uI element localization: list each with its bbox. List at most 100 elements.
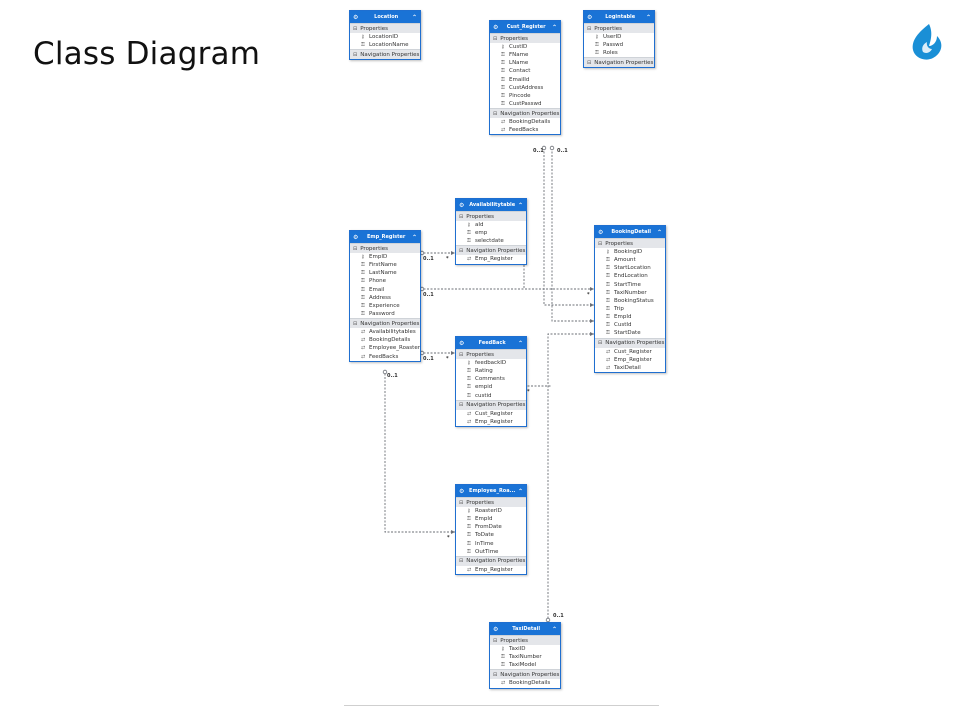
navigation-row: ⇄Emp_Register: [456, 418, 526, 426]
property-icon: ⚿: [606, 306, 610, 313]
navigation-section-header: ⊟Navigation Properties: [456, 399, 526, 410]
section-label: Properties: [500, 35, 528, 42]
multiplicity-label: 0..1: [533, 148, 544, 154]
navigation-property-icon: ⇄: [361, 337, 366, 344]
entity-type-icon: ⚙: [459, 339, 465, 347]
property-row: ⚿BookingStatus: [595, 297, 665, 305]
property-row: ⚿CustAddress: [490, 84, 560, 92]
property-name: custid: [475, 392, 492, 399]
key-property-icon: ⚷: [467, 222, 471, 229]
property-icon: ⚿: [467, 384, 471, 391]
collapse-chevron-icon[interactable]: ⌃: [551, 23, 557, 31]
property-row: ⚷EmpID: [350, 253, 420, 261]
collapse-toggle-icon: ⊟: [493, 110, 498, 117]
section-label: Properties: [466, 351, 494, 358]
property-name: LastName: [369, 270, 397, 277]
property-row: ⚿Pincode: [490, 92, 560, 100]
entity-header: ⚙FeedBack⌃: [456, 337, 526, 349]
multiplicity-label: 0..1: [553, 613, 564, 619]
property-row: ⚿Roles: [584, 49, 654, 57]
navigation-section-header: ⊟Navigation Properties: [350, 318, 420, 329]
collapse-toggle-icon: ⊟: [459, 213, 464, 220]
key-property-icon: ⚷: [595, 34, 599, 41]
property-name: Pincode: [509, 92, 531, 99]
property-name: OutTime: [475, 548, 499, 555]
collapse-chevron-icon[interactable]: ⌃: [517, 201, 523, 209]
property-row: ⚿Rating: [456, 367, 526, 375]
entity-header: ⚙Availabilitytable⌃: [456, 199, 526, 211]
property-name: FirstName: [369, 262, 397, 269]
property-row: ⚿emp: [456, 229, 526, 237]
navigation-row: ⇄Cust_Register: [595, 348, 665, 356]
multiplicity-label: *: [447, 535, 450, 541]
property-icon: ⚿: [467, 376, 471, 383]
property-icon: ⚿: [467, 230, 471, 237]
navigation-property-icon: ⇄: [501, 680, 506, 687]
property-name: RoasterID: [475, 508, 502, 515]
navigation-name: TaxiDetail: [614, 364, 641, 371]
property-icon: ⚿: [467, 540, 471, 547]
property-row: ⚷LocationID: [350, 33, 420, 41]
collapse-chevron-icon[interactable]: ⌃: [411, 233, 417, 241]
navigation-property-icon: ⇄: [467, 256, 472, 263]
property-icon: ⚿: [606, 281, 610, 288]
property-icon: ⚿: [467, 368, 471, 375]
collapse-chevron-icon[interactable]: ⌃: [411, 13, 417, 21]
section-label: Properties: [360, 245, 388, 252]
collapse-chevron-icon[interactable]: ⌃: [517, 339, 523, 347]
property-name: Experience: [369, 302, 400, 309]
property-icon: ⚿: [606, 257, 610, 264]
navigation-property-icon: ⇄: [467, 410, 472, 417]
property-icon: ⚿: [467, 532, 471, 539]
section-label: Properties: [466, 499, 494, 506]
navigation-section-header: ⊟Navigation Properties: [584, 57, 654, 68]
property-row: ⚷TaxiID: [490, 645, 560, 653]
property-icon: ⚿: [595, 50, 599, 57]
property-icon: ⚿: [595, 42, 599, 49]
navigation-property-icon: ⇄: [361, 345, 366, 352]
property-name: LocationID: [369, 34, 399, 41]
property-row: ⚿ custid: [456, 392, 526, 400]
section-label: Navigation Properties: [466, 402, 526, 409]
property-icon: ⚿: [501, 68, 505, 75]
property-name: CustID: [509, 44, 528, 51]
navigation-row: ⇄BookingDetails: [490, 679, 560, 687]
entity-name: BookingDetail: [611, 229, 651, 235]
property-icon: ⚿: [467, 392, 471, 399]
section-label: Navigation Properties: [605, 340, 665, 347]
entity-name: Cust_Register: [506, 24, 546, 30]
entity-name: Location: [374, 14, 399, 20]
entity-header: ⚙TaxiDetail⌃: [490, 623, 560, 635]
property-row: ⚿StartTime: [595, 281, 665, 289]
collapse-chevron-icon[interactable]: ⌃: [645, 13, 651, 21]
property-row: ⚿Email: [350, 286, 420, 294]
key-property-icon: ⚷: [361, 254, 365, 261]
property-row: ⚿OutTime: [456, 548, 526, 556]
entity-location: ⚙Location⌃⊟Properties⚷LocationID⚿Locatio…: [349, 10, 421, 61]
flame-drop-logo-icon: [912, 24, 942, 60]
multiplicity-label: *: [587, 292, 590, 298]
entity-type-icon: ⚙: [587, 13, 593, 21]
entity-type-icon: ⚙: [353, 13, 359, 21]
section-label: Properties: [466, 213, 494, 220]
entity-emp-register: ⚙Emp_Register⌃⊟Properties⚷EmpID⚿FirstNam…: [349, 230, 421, 362]
property-icon: ⚿: [501, 662, 505, 669]
collapse-chevron-icon[interactable]: ⌃: [656, 228, 662, 236]
property-row: ⚿LastName: [350, 269, 420, 277]
collapse-chevron-icon[interactable]: ⌃: [517, 487, 523, 495]
property-icon: ⚿: [501, 101, 505, 108]
properties-section-header: ⊟Properties: [490, 33, 560, 43]
multiplicity-label: 0..1: [423, 356, 434, 362]
property-row: ⚿EndLocation: [595, 272, 665, 280]
collapse-toggle-icon: ⊟: [493, 35, 498, 42]
collapse-chevron-icon[interactable]: ⌃: [551, 625, 557, 633]
property-row: ⚿LocationName: [350, 41, 420, 49]
property-name: selectdate: [475, 238, 504, 245]
property-row: ⚿TaxiModel: [490, 661, 560, 669]
slide-title: Class Diagram: [33, 36, 261, 72]
assoc-emp-to-roaster: [384, 370, 455, 533]
entity-header: ⚙Employee_Roa...⌃: [456, 485, 526, 497]
navigation-name: Cust_Register: [614, 348, 652, 355]
entity-type-icon: ⚙: [459, 201, 465, 209]
entity-name: Employee_Roa...: [469, 488, 516, 494]
